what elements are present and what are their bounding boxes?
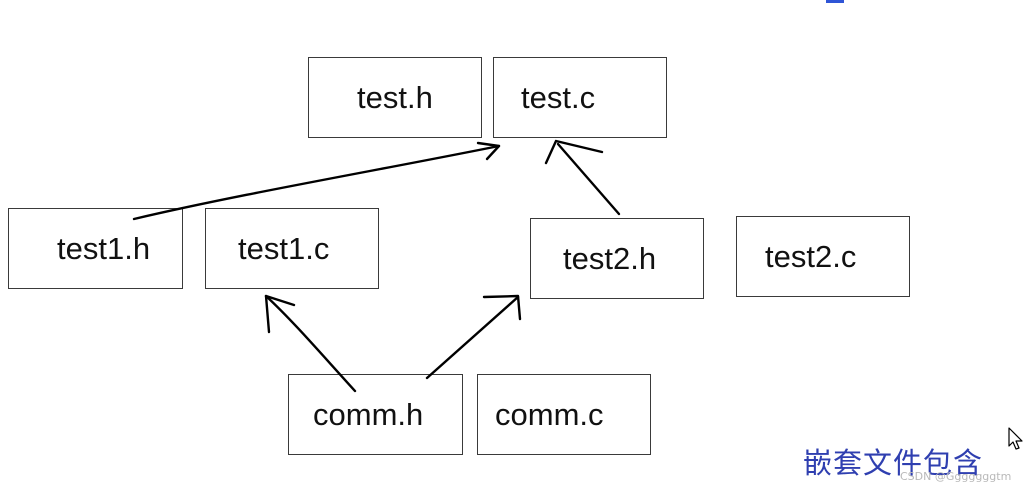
- node-test1-c: test1.c: [205, 208, 379, 289]
- edge-comm-h-to-test1-c: [264, 294, 357, 393]
- node-comm-h: comm.h: [288, 374, 463, 455]
- edge-test2-h-to-test-c: [556, 142, 621, 216]
- node-test1-h: test1.h: [8, 208, 183, 289]
- top-edge-mark: [826, 0, 844, 3]
- node-comm-c: comm.c: [477, 374, 651, 455]
- node-label: test.c: [521, 79, 596, 115]
- node-label: test2.c: [765, 238, 857, 274]
- mouse-pointer-icon: [1008, 427, 1023, 450]
- watermark: CSDN @Gggggggtm: [900, 470, 1012, 483]
- node-label: test.h: [357, 79, 433, 115]
- arrowhead-test-c-from-test1-h: [476, 141, 501, 161]
- arrowhead-test-c-from-test2-h: [544, 139, 604, 165]
- arrowhead-test2-h-from-comm-h: [482, 294, 522, 321]
- node-label: test1.c: [238, 230, 330, 266]
- node-test2-h: test2.h: [530, 218, 704, 299]
- diagram-caption: 嵌套文件包含: [803, 446, 984, 480]
- arrowhead-test1-c-from-comm-h: [264, 294, 296, 334]
- edge-comm-h-to-test2-h: [425, 295, 520, 380]
- node-label: test2.h: [563, 240, 657, 276]
- edge-test1-h-to-test-c: [132, 144, 501, 221]
- node-label: test1.h: [57, 230, 151, 266]
- node-test2-c: test2.c: [736, 216, 910, 297]
- node-test-h: test.h: [308, 57, 482, 138]
- node-test-c: test.c: [493, 57, 667, 138]
- node-label: comm.h: [313, 396, 424, 432]
- node-label: comm.c: [495, 396, 604, 432]
